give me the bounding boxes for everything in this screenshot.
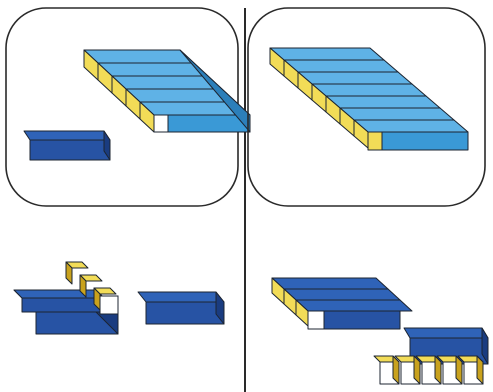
left-bottom-rod-mid-front [22,298,104,312]
left-frame-dark-rod [24,131,110,160]
right-bottom-front-rod [324,311,400,329]
left-bottom-rod-mid [14,290,104,312]
right-bottom-group [272,278,488,384]
right-bottom-rod-top-3 [296,300,412,311]
right-bottom-front-cube-front [308,311,324,329]
rod-top [298,72,412,84]
rod-top [326,96,440,108]
left-bottom-front-cube-front [100,296,118,314]
left-bottom-front-cube [100,296,118,314]
rod-top [354,120,468,132]
left-frame-rods [24,50,250,160]
right-bottom-flat-rod-top [404,328,488,338]
right-bottom-front-cube [308,311,324,329]
rod-top [270,48,384,60]
left-frame-dark-rod-top [24,131,110,140]
right-frame-rods [270,48,468,150]
left-bottom-extra-rod-top [138,292,224,302]
rod-top [340,108,454,120]
left-frame-front-cube-front [154,115,168,132]
left-frame-dark-rod-front [30,140,110,160]
right-frame-front-cube [368,132,382,150]
left-bottom-extra-rod [138,292,224,324]
left-bottom-rod-mid-top [14,290,104,298]
left-frame-front-cube [154,115,168,132]
rod-top [284,60,398,72]
rod-top [98,63,208,76]
right-frame-front-rod [382,132,468,150]
right-bottom-rod-top-2 [284,289,400,300]
right-bottom-rod-top-1 [272,278,388,289]
rod-top [312,84,426,96]
right-frame-front-cube-front [368,132,382,150]
left-bottom-group [14,262,224,334]
left-bottom-extra-rod-front [146,302,224,324]
right-bottom-unit-cube-1 [374,356,399,384]
rod-top [84,50,194,63]
